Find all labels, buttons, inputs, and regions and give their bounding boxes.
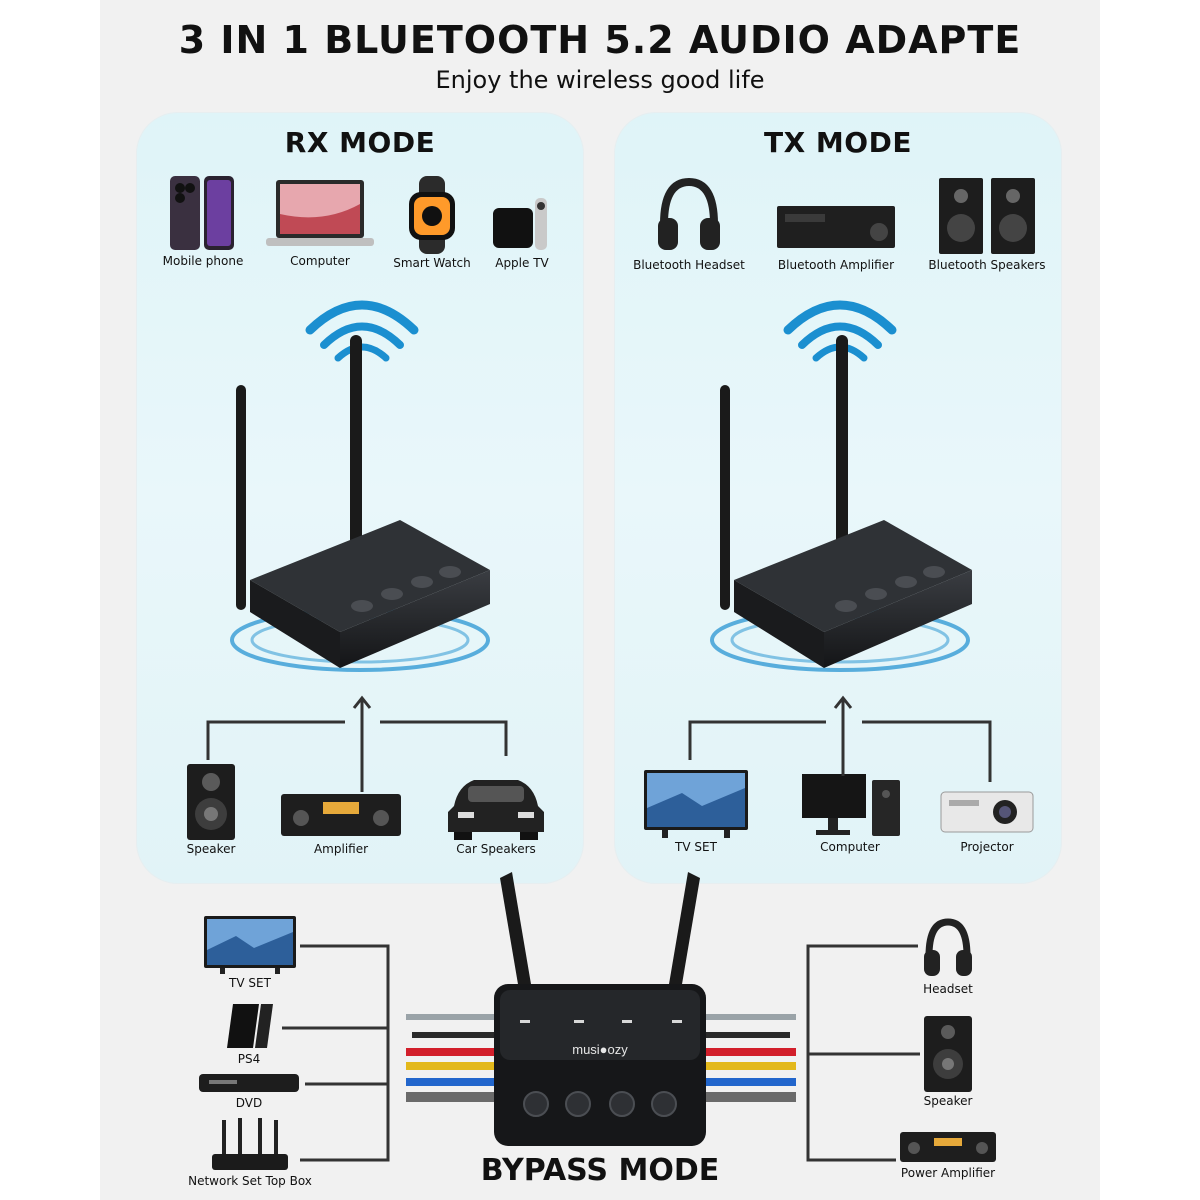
- output-cables: [706, 1014, 796, 1102]
- amplifier-icon: [900, 1132, 996, 1162]
- dvd-player-icon: [199, 1074, 299, 1092]
- brand-logo: musi●ozy: [572, 1042, 628, 1057]
- rx-source-label: Mobile phone: [162, 254, 244, 268]
- bypass-input-label: DVD: [235, 1096, 263, 1110]
- bypass-power-amplifier-device: Power Amplifier: [884, 1128, 1012, 1180]
- antenna-icon: [236, 385, 246, 610]
- laptop-icon: [266, 180, 374, 246]
- antenna-icon: [350, 335, 362, 585]
- projector-icon: [940, 791, 1034, 833]
- headset-icon: [924, 918, 972, 976]
- bypass-headset-device: Headset: [906, 916, 990, 996]
- rx-mode-panel: RX MODE Mobile phone Computer: [136, 112, 584, 884]
- page-title: 3 IN 1 BLUETOOTH 5.2 AUDIO ADAPTE: [178, 18, 1022, 62]
- apple-tv-device: Apple TV: [482, 174, 562, 270]
- bypass-input-label: PS4: [237, 1052, 261, 1066]
- ps4-device: PS4: [204, 1000, 294, 1066]
- amplifier-icon: [281, 794, 401, 836]
- amplifier-device: Amplifier: [276, 788, 406, 856]
- car-icon: [448, 780, 544, 840]
- tx-source-label: Bluetooth Amplifier: [777, 258, 895, 272]
- headset-icon: [658, 177, 720, 250]
- rx-mode-title: RX MODE: [284, 126, 436, 159]
- tx-source-label: Bluetooth Headset: [633, 258, 745, 272]
- rx-source-label: Apple TV: [495, 256, 549, 270]
- bypass-output-label: Headset: [923, 982, 973, 996]
- tx-output-label: Projector: [960, 840, 1014, 854]
- console-icon: [227, 1004, 273, 1048]
- rx-source-label: Smart Watch: [393, 256, 471, 270]
- mobile-phone-device: Mobile phone: [158, 174, 248, 268]
- desktop-computer-icon: [802, 774, 900, 836]
- computer-device: Computer: [260, 174, 380, 268]
- rx-adapter-device: [230, 335, 490, 672]
- rx-output-label: Car Speakers: [456, 842, 536, 856]
- car-speakers-device: Car Speakers: [436, 766, 556, 856]
- smart-watch-device: Smart Watch: [382, 174, 482, 270]
- computer-device: Computer: [790, 768, 910, 854]
- antenna-icon: [720, 385, 730, 610]
- tx-adapter-device: [710, 335, 972, 672]
- bypass-tv-device: TV SET: [196, 914, 304, 990]
- router-icon: [212, 1118, 288, 1170]
- mobile-phone-icon: [170, 176, 234, 250]
- projector-device: Projector: [932, 778, 1042, 854]
- tx-mode-title: TX MODE: [764, 126, 912, 159]
- tx-output-label: TV SET: [675, 840, 717, 854]
- tx-connector-lines: [688, 695, 992, 782]
- bluetooth-speakers-device: Bluetooth Speakers: [914, 174, 1060, 272]
- bluetooth-amplifier-device: Bluetooth Amplifier: [766, 174, 906, 272]
- speaker-device: Speaker: [166, 762, 256, 856]
- rx-source-label: Computer: [290, 254, 350, 268]
- input-cables: [406, 1014, 496, 1102]
- tx-source-label: Bluetooth Speakers: [928, 258, 1046, 272]
- bypass-input-lines: [282, 944, 390, 1162]
- antenna-icon: [668, 872, 700, 996]
- network-set-top-box-device: Network Set Top Box: [170, 1116, 330, 1188]
- rx-connector-lines: [206, 695, 508, 792]
- tv-icon: [644, 770, 748, 838]
- speakers-icon: [939, 178, 1035, 254]
- smart-watch-icon: [409, 176, 455, 254]
- bypass-speaker-device: Speaker: [906, 1014, 990, 1108]
- dvd-device: DVD: [194, 1070, 304, 1110]
- bypass-output-label: Power Amplifier: [900, 1166, 996, 1180]
- speaker-icon: [924, 1016, 972, 1092]
- rx-output-label: Speaker: [186, 842, 236, 856]
- page-subtitle: Enjoy the wireless good life: [435, 66, 765, 94]
- tv-set-device: TV SET: [638, 768, 754, 854]
- bypass-output-lines: [806, 944, 920, 1162]
- antenna-icon: [836, 335, 848, 585]
- bypass-adapter-device: musi●ozy: [494, 872, 706, 1146]
- speaker-icon: [187, 764, 235, 840]
- bypass-output-label: Speaker: [923, 1094, 973, 1108]
- bluetooth-headset-device: Bluetooth Headset: [624, 174, 754, 272]
- antenna-icon: [500, 872, 532, 996]
- bypass-input-label: Network Set Top Box: [188, 1174, 312, 1188]
- tv-icon: [204, 916, 296, 974]
- bypass-mode-title: BYPASS MODE: [480, 1153, 720, 1188]
- tx-output-label: Computer: [820, 840, 880, 854]
- rx-output-label: Amplifier: [313, 842, 369, 856]
- amplifier-icon: [777, 206, 895, 248]
- apple-tv-icon: [493, 198, 547, 250]
- bypass-input-label: TV SET: [229, 976, 271, 990]
